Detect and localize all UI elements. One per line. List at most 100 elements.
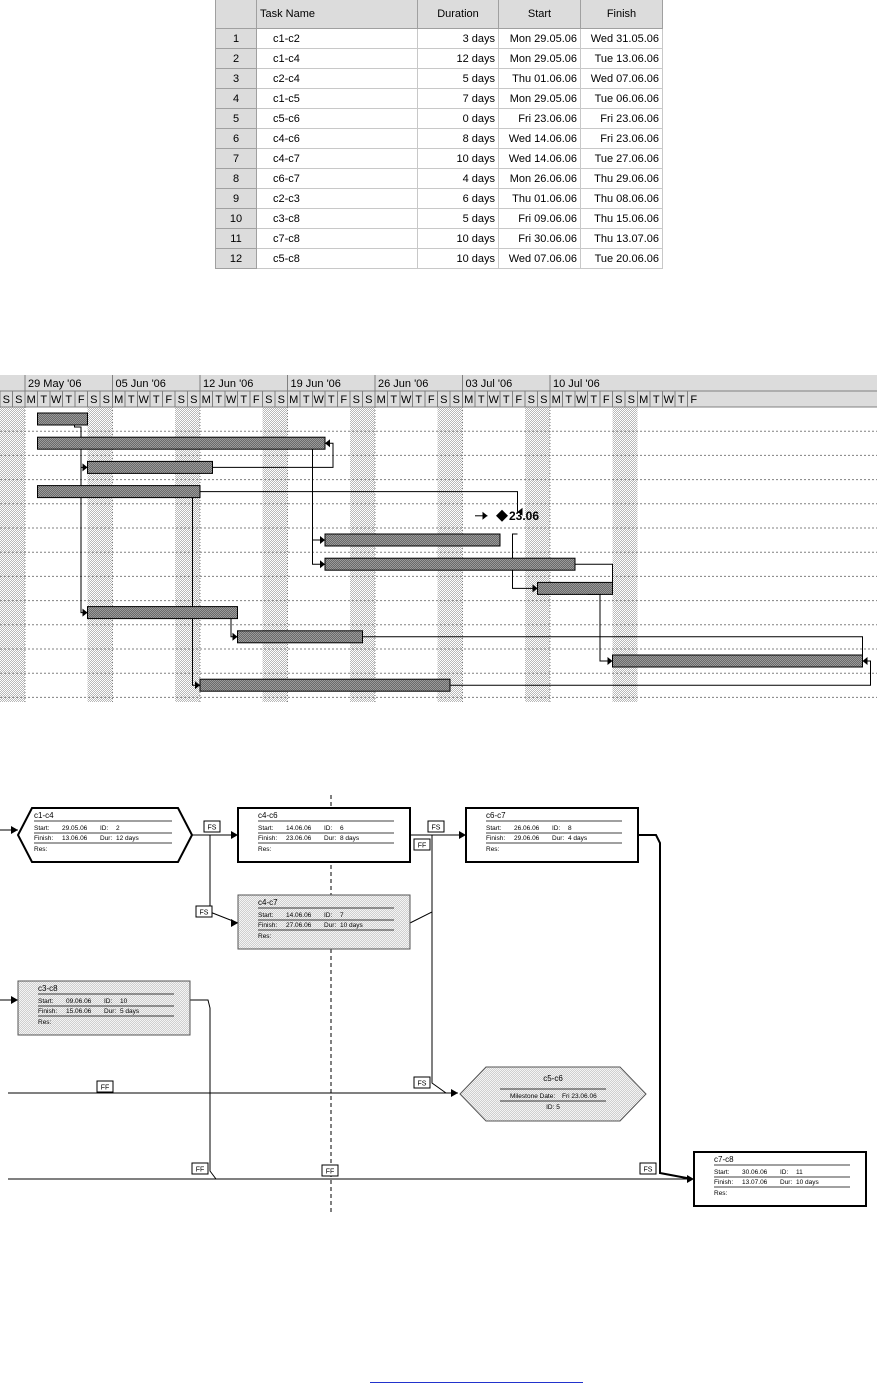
start-cell: Mon 26.06.06 <box>498 168 581 189</box>
milestone-date-value: Fri 23.06.06 <box>562 1093 597 1100</box>
task-bar[interactable] <box>324 533 501 547</box>
task-bar[interactable] <box>37 412 88 426</box>
task-bar[interactable] <box>237 630 363 644</box>
day-label: T <box>303 394 310 406</box>
day-label: F <box>515 394 522 406</box>
day-label: T <box>128 394 135 406</box>
node-field-label: ID: <box>100 825 109 832</box>
task-bar[interactable] <box>199 678 451 692</box>
day-label: T <box>153 394 160 406</box>
day-label: S <box>265 394 272 406</box>
day-label: M <box>289 394 298 406</box>
day-label: F <box>340 394 347 406</box>
day-label: T <box>390 394 397 406</box>
finish-cell: Thu 15.06.06 <box>580 208 663 229</box>
link-arrow <box>11 996 18 1004</box>
node-field-value: 27.06.06 <box>286 922 312 929</box>
week-label[interactable]: 05 Jun '06 <box>116 378 166 390</box>
link-type-tag <box>203 820 221 833</box>
weekend-column <box>537 407 550 702</box>
day-label: T <box>65 394 72 406</box>
finish-cell: Tue 06.06.06 <box>580 88 663 109</box>
week-label[interactable]: 03 Jul '06 <box>466 378 513 390</box>
node-field-label: Finish: <box>258 922 277 929</box>
node-field-label: Res: <box>38 1019 52 1026</box>
day-label: F <box>253 394 260 406</box>
day-label: W <box>314 394 325 406</box>
weekend-column <box>362 407 375 702</box>
week-label[interactable]: 19 Jun '06 <box>291 378 341 390</box>
start-cell: Fri 09.06.06 <box>498 208 581 229</box>
day-label: W <box>139 394 150 406</box>
node-field-value: 6 <box>340 825 344 832</box>
header-duration[interactable]: Duration <box>417 0 499 29</box>
milestone-diamond[interactable] <box>496 509 508 522</box>
node-name: c7-c8 <box>714 1155 734 1164</box>
task-bar[interactable] <box>87 606 238 620</box>
node-field-label: ID: <box>104 998 113 1005</box>
node-field-label: Start: <box>258 912 274 919</box>
task-bar[interactable] <box>37 436 326 450</box>
task-bar[interactable] <box>612 654 863 668</box>
duration-cell: 7 days <box>417 88 499 109</box>
day-label: T <box>590 394 597 406</box>
finish-cell: Tue 27.06.06 <box>580 148 663 169</box>
dependency-arrow <box>517 507 523 516</box>
header-start[interactable]: Start <box>498 0 581 29</box>
task-bar[interactable] <box>537 581 613 595</box>
day-label: W <box>51 394 62 406</box>
link-line <box>638 834 693 1180</box>
task-bar[interactable] <box>37 485 201 499</box>
link-arrow <box>451 1089 458 1097</box>
footer-link[interactable] <box>370 1372 583 1383</box>
dependency-line <box>312 446 325 541</box>
day-label: F <box>78 394 85 406</box>
week-label[interactable]: 10 Jul '06 <box>553 378 600 390</box>
dependency-line <box>312 540 325 565</box>
link-type-label: FS <box>200 910 209 917</box>
dependency-arrow <box>320 536 325 544</box>
node-field-label: Dur: <box>324 835 336 842</box>
week-label[interactable]: 12 Jun '06 <box>203 378 253 390</box>
task-name-cell: c5-c6 <box>256 108 418 129</box>
week-label[interactable]: 26 Jun '06 <box>378 378 428 390</box>
weekend-column <box>525 407 538 702</box>
node-field-label: Start: <box>486 825 502 832</box>
day-label: S <box>353 394 360 406</box>
start-cell: Mon 29.05.06 <box>498 28 581 49</box>
node-field-value: 8 <box>568 825 572 832</box>
week-label[interactable]: 29 May '06 <box>28 378 81 390</box>
header-task-name[interactable]: Task Name <box>256 0 418 29</box>
day-label: M <box>639 394 648 406</box>
link-type-label: FS <box>208 825 217 832</box>
day-label: T <box>40 394 47 406</box>
row-id: 3 <box>215 68 257 89</box>
task-bar[interactable] <box>87 460 213 474</box>
task-bar[interactable] <box>324 557 576 571</box>
header-finish[interactable]: Finish <box>580 0 663 29</box>
task-name-cell: c2-c4 <box>256 68 418 89</box>
header-id[interactable] <box>215 0 257 29</box>
finish-cell: Thu 13.07.06 <box>580 228 663 249</box>
day-label: T <box>653 394 660 406</box>
task-name-cell: c1-c2 <box>256 28 418 49</box>
